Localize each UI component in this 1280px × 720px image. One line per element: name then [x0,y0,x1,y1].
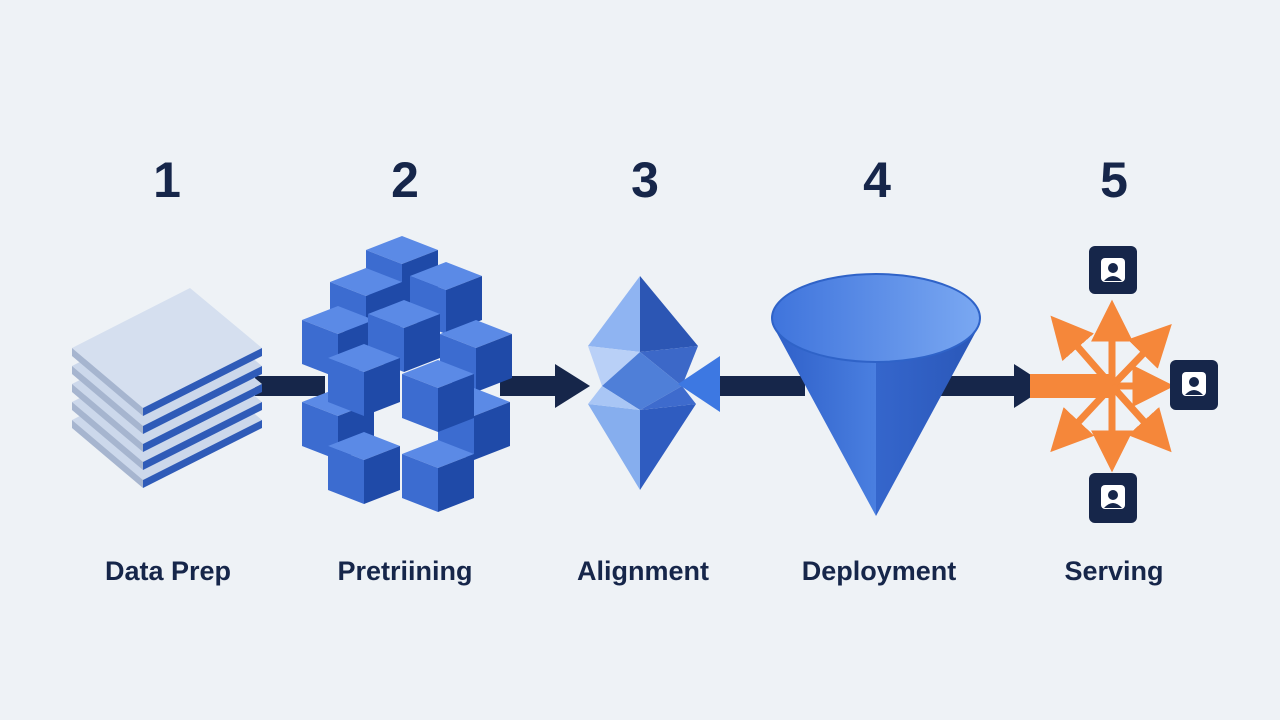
cube-cluster-icon [302,236,512,512]
arrow-3-to-4 [715,376,805,396]
user-icon-right [1170,360,1218,410]
step-5-number: 5 [1100,152,1128,208]
step-1-number: 1 [153,152,181,208]
funnel-cone-icon [771,273,981,516]
step-4-number: 4 [863,152,891,208]
step-4-label: Deployment [801,556,957,586]
arrow-2-to-3 [500,364,590,408]
fanout-arrows-users-icon [1030,246,1218,523]
user-icon-top [1089,246,1137,294]
stacked-layers-icon [72,288,262,488]
step-1-label: Data Prep [104,556,232,586]
step-2-number: 2 [391,152,419,208]
step-3-number: 3 [631,152,659,208]
step-5-label: Serving [1064,556,1164,586]
user-icon-bottom [1089,473,1137,523]
crystal-diamond-icon [588,276,720,490]
step-2-label: Pretriining [337,556,473,586]
arrow-1-to-2 [255,376,325,396]
step-3-label: Alignment [577,556,709,586]
